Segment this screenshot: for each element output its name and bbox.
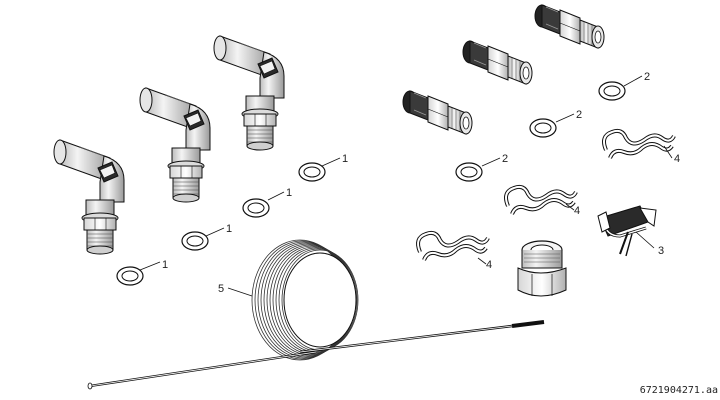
callout-part1-d: 1 — [342, 153, 348, 165]
washer-part1-a — [116, 266, 144, 286]
callout-part2-b: 2 — [576, 109, 582, 121]
clamp-part3 — [597, 205, 657, 257]
callout-part1-c: 1 — [286, 187, 292, 199]
connector-3 — [534, 4, 605, 49]
connector-2 — [462, 40, 533, 85]
spring-clip-part4-a — [416, 230, 490, 262]
washer-part2-b — [529, 118, 557, 138]
washer-part1-b — [181, 231, 209, 251]
spring-clip-part4-c — [602, 128, 676, 160]
washer-part1-c — [242, 198, 270, 218]
callout-part2-a: 2 — [502, 153, 508, 165]
callout-part1-b: 1 — [226, 223, 232, 235]
callout-part4-c: 4 — [674, 153, 680, 165]
washer-part1-d — [298, 162, 326, 182]
drawing-reference-code: 6721904271.aa — [639, 385, 718, 396]
elbow-fitting-3 — [213, 35, 285, 151]
callout-part3: 3 — [658, 245, 664, 257]
compression-nut — [517, 240, 567, 297]
leader-lines — [139, 75, 673, 297]
elbow-fitting-2 — [139, 87, 211, 203]
callout-part1-a: 1 — [162, 259, 168, 271]
callout-part4-b: 4 — [574, 205, 580, 217]
connector-1 — [402, 90, 473, 135]
elbow-fitting-1 — [53, 139, 125, 255]
capillary-coil — [87, 239, 545, 390]
callout-part4-a: 4 — [486, 259, 492, 271]
washer-part2-c — [598, 81, 626, 101]
washer-part2-a — [455, 162, 483, 182]
callout-part2-c: 2 — [644, 71, 650, 83]
spring-clip-part4-b — [504, 184, 578, 216]
callout-part5: 5 — [218, 283, 224, 295]
